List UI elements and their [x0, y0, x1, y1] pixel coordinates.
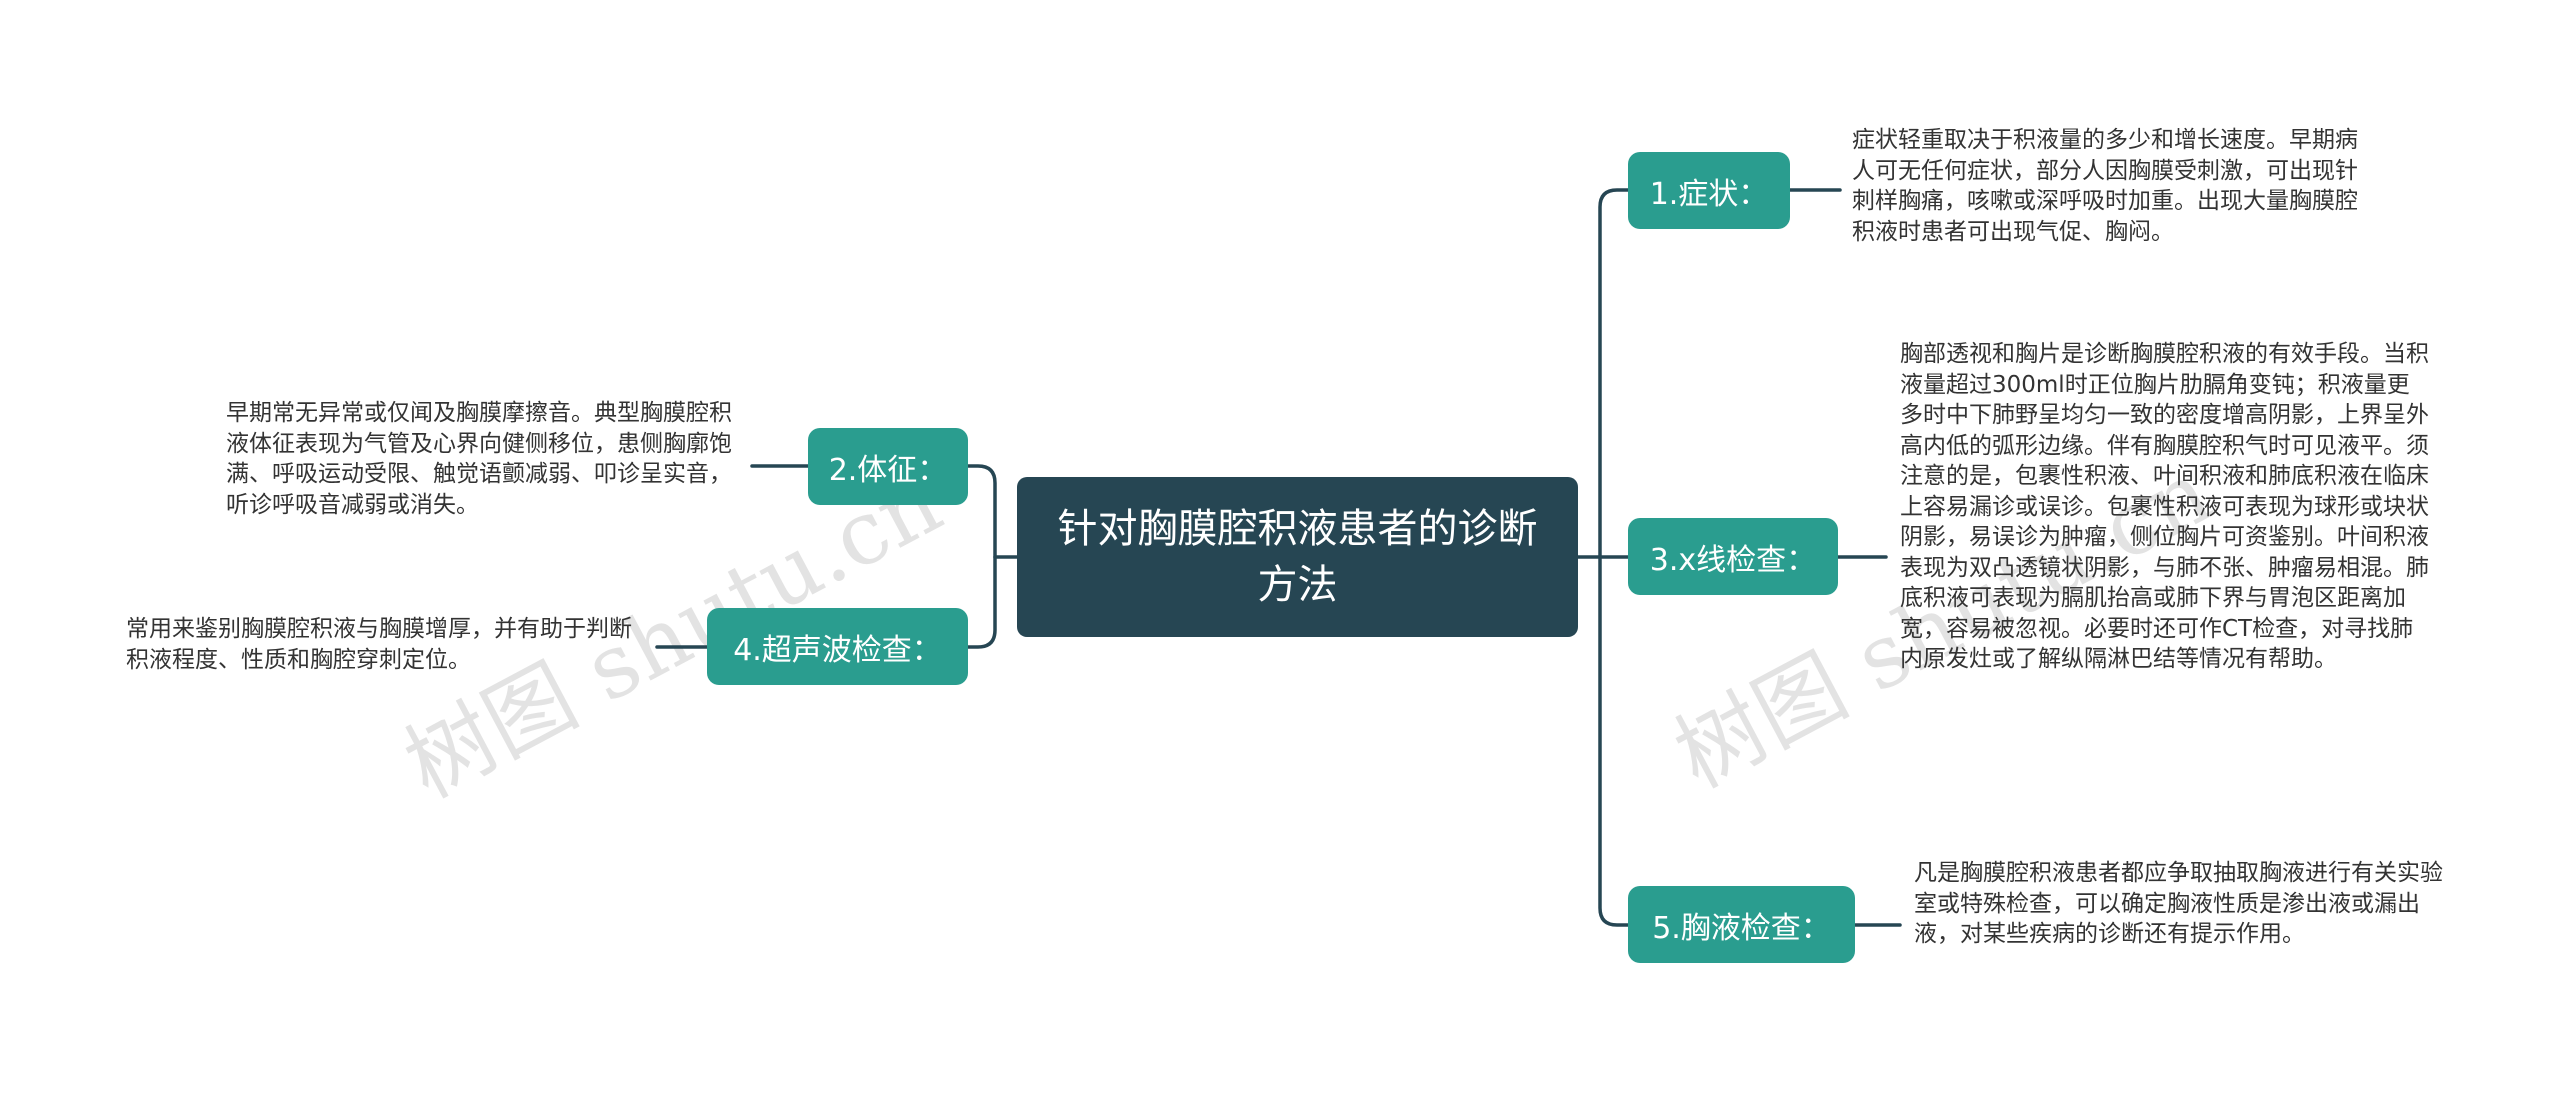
connector-right-trunk — [1598, 188, 1630, 927]
note-fluid: 凡是胸膜腔积液患者都应争取抽取胸液进行有关实验室或特殊检查，可以确定胸液性质是渗… — [1914, 860, 2443, 947]
branch-ultrasound[interactable]: 4.超声波检查： — [707, 608, 968, 685]
note-xray: 胸部透视和胸片是诊断胸膜腔积液的有效手段。当积液量超过300ml时正位胸片肋膈角… — [1900, 341, 2429, 672]
note-signs: 早期常无异常或仅闻及胸膜摩擦音。典型胸膜腔积液体征表现为气管及心界向健侧移位，患… — [226, 400, 732, 518]
branch-fluid[interactable]: 5.胸液检查： — [1628, 886, 1855, 963]
root-topic[interactable]: 针对胸膜腔积液患者的诊断方法 — [1017, 477, 1578, 637]
note-symptoms: 症状轻重取决于积液量的多少和增长速度。早期病人可无任何症状，部分人因胸膜受刺激，… — [1852, 127, 2358, 245]
connector-left-trunk — [966, 464, 997, 649]
branch-symptoms[interactable]: 1.症状： — [1628, 152, 1790, 229]
branch-signs[interactable]: 2.体征： — [808, 428, 968, 505]
branch-xray[interactable]: 3.x线检查： — [1628, 518, 1838, 595]
note-ultrasound: 常用来鉴别胸膜腔积液与胸膜增厚，并有助于判断积液程度、性质和胸腔穿刺定位。 — [126, 616, 632, 673]
